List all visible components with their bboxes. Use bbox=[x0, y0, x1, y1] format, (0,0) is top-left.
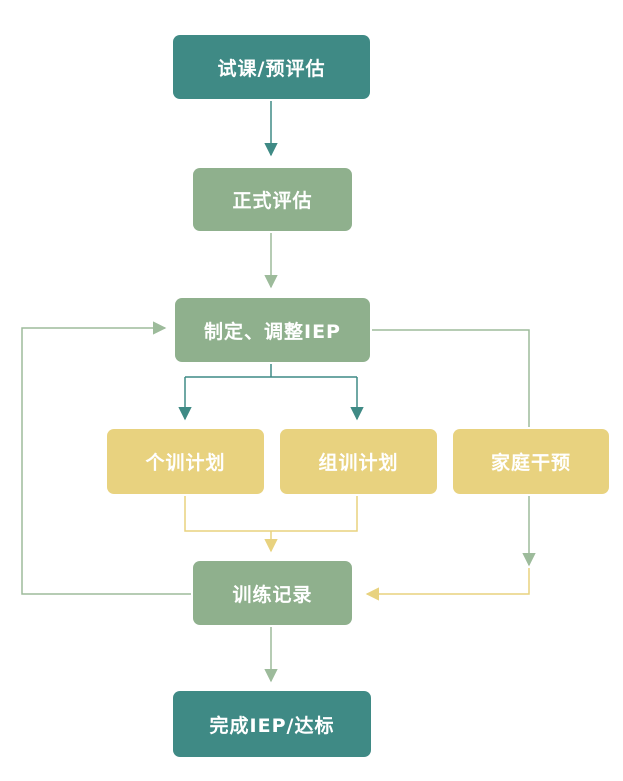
node-record-label: 训练记录 bbox=[232, 583, 313, 606]
node-formal-label: 正式评估 bbox=[232, 190, 313, 212]
node-individual-plan: 个训计划 bbox=[107, 429, 264, 494]
node-iep-adjust: 制定、调整IEP bbox=[175, 298, 370, 362]
node-complete-iep: 完成IEP/达标 bbox=[173, 691, 371, 757]
node-iep-label: 制定、调整IEP bbox=[204, 320, 341, 343]
node-group-label: 组训计划 bbox=[318, 452, 399, 474]
node-individual-label: 个训计划 bbox=[145, 452, 226, 474]
arrow-plans-to-record bbox=[184, 496, 358, 553]
node-family-intervention: 家庭干预 bbox=[453, 429, 609, 494]
node-trial-pre-assessment: 试课/预评估 bbox=[173, 35, 370, 99]
node-formal-assessment: 正式评估 bbox=[193, 168, 352, 231]
node-trial-label: 试课/预评估 bbox=[217, 57, 326, 80]
arrow-family-to-record bbox=[365, 496, 536, 601]
arrow-iep-to-family bbox=[372, 329, 530, 427]
arrow-iep-to-plans bbox=[178, 364, 364, 421]
node-training-record: 训练记录 bbox=[193, 561, 352, 625]
node-complete-label: 完成IEP/达标 bbox=[209, 714, 335, 737]
arrow-record-to-iep bbox=[21, 321, 191, 595]
node-family-label: 家庭干预 bbox=[490, 452, 571, 474]
node-group-plan: 组训计划 bbox=[280, 429, 437, 494]
